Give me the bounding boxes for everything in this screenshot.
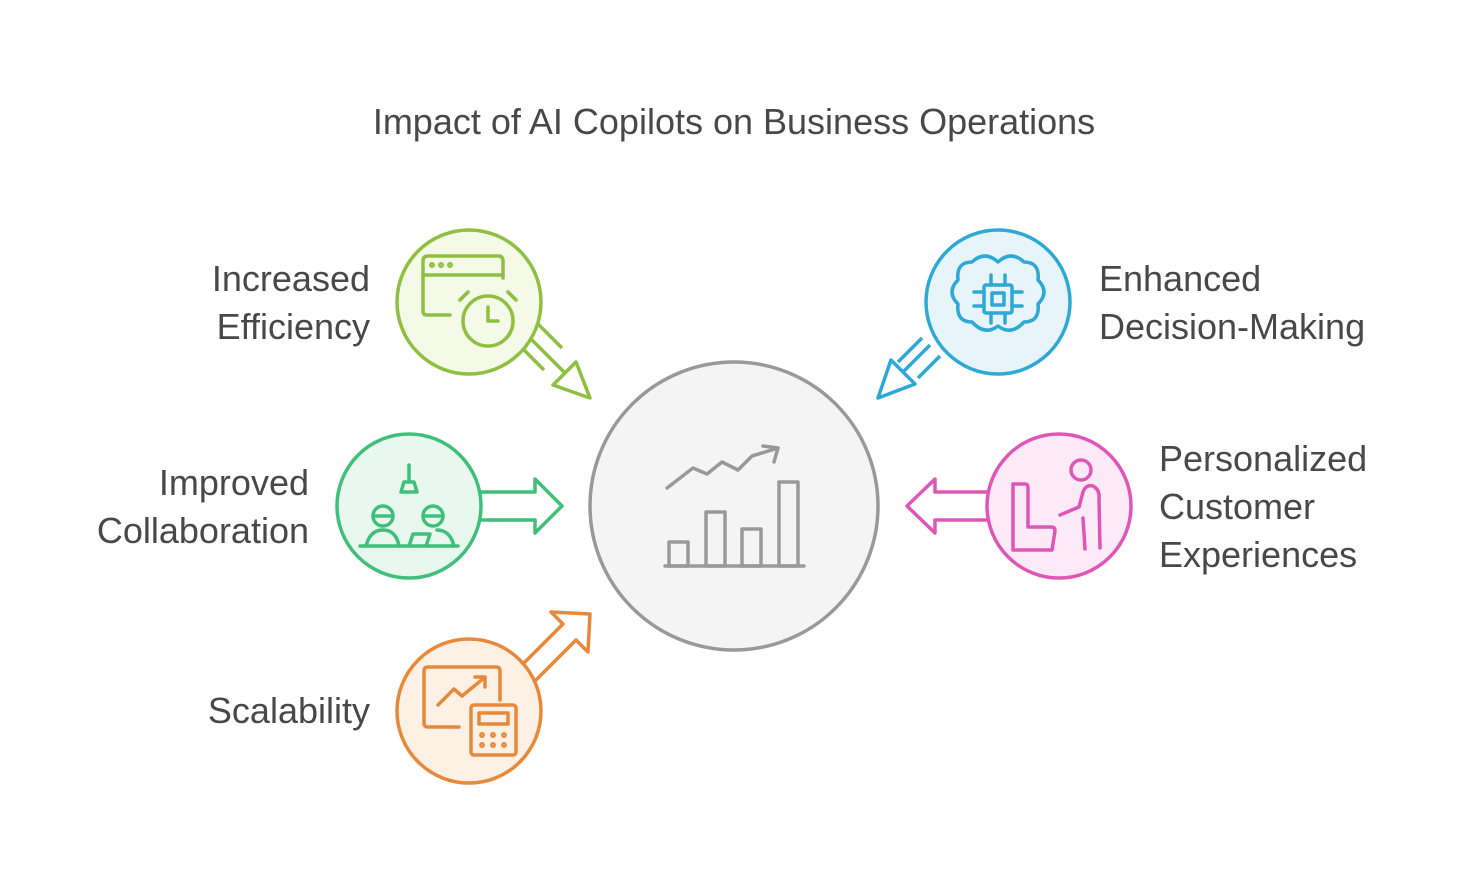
label-personalized-line-3: Experiences (1159, 534, 1358, 575)
label-decision-line-2: Decision-Making (1099, 306, 1366, 347)
node-circle-scalability (395, 637, 543, 785)
label-decision-line-1: Enhanced (1099, 258, 1262, 299)
customer-service-icon (1011, 458, 1102, 552)
label-personalized-line-1: Personalized (1159, 438, 1368, 479)
label-personalized: Personalized Customer Experiences (1159, 435, 1367, 579)
center-circle (588, 360, 880, 652)
label-decision: Enhanced Decision-Making (1099, 255, 1365, 351)
label-scalability: Scalability (208, 687, 370, 735)
node-circle-decision (924, 228, 1072, 376)
label-efficiency: Increased Efficiency (212, 255, 370, 351)
team-meeting-icon (358, 463, 460, 548)
label-efficiency-line-1: Increased (211, 258, 370, 299)
label-efficiency-line-2: Efficiency (216, 306, 370, 347)
arrow-decision (876, 343, 932, 400)
label-scalability-line-1: Scalability (207, 690, 370, 731)
arrow-collaboration (480, 477, 564, 535)
label-collaboration-line-2: Collaboration (96, 510, 309, 551)
brain-chip-icon (950, 254, 1046, 332)
arrow-decision-shaft (896, 336, 942, 380)
chart-calculator-icon (422, 665, 518, 757)
label-collaboration: Improved Collaboration (97, 459, 309, 555)
node-circle-personalized (985, 432, 1133, 580)
growth-chart-icon (663, 444, 806, 568)
label-collaboration-line-1: Improved (158, 462, 309, 503)
node-circle-collaboration (335, 432, 483, 580)
arrow-efficiency (528, 336, 592, 400)
node-circle-efficiency (395, 228, 543, 376)
arrow-scalability (517, 610, 592, 686)
diagram-title: Impact of AI Copilots on Business Operat… (372, 101, 1096, 142)
label-personalized-line-2: Customer (1159, 486, 1316, 527)
arrow-personalized (905, 477, 988, 535)
browser-clock-icon (421, 254, 518, 348)
